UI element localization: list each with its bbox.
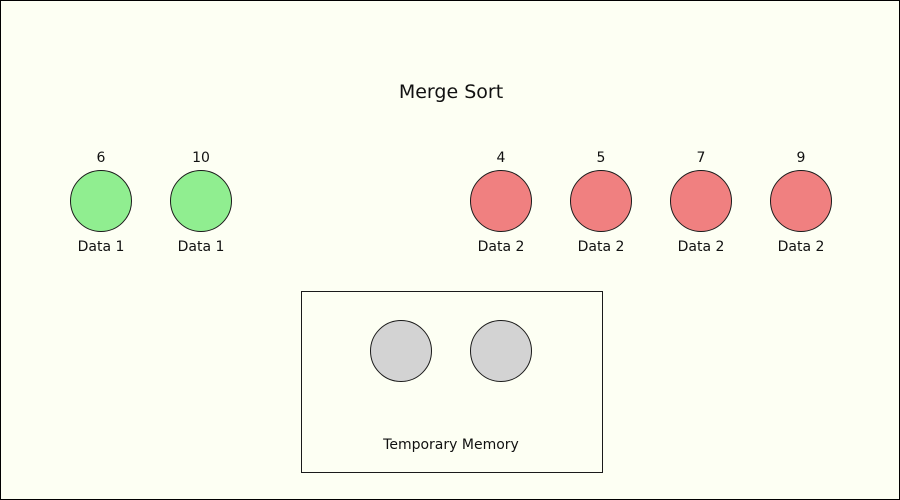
temp-slot-circle [469,319,532,382]
temporary-memory-box [301,291,603,473]
data2-node-label: Data 2 [777,239,825,255]
temp-slot-circle [369,319,432,382]
data2-node-value: 4 [496,150,506,166]
data2-node-value: 5 [596,150,606,166]
data2-node-circle [769,169,832,232]
data2-node-circle [469,169,532,232]
diagram-title: Merge Sort [398,81,504,103]
data2-node-label: Data 2 [577,239,625,255]
data2-node-circle [669,169,732,232]
data2-node-label: Data 2 [677,239,725,255]
data2-node-value: 9 [796,150,806,166]
data1-node-label: Data 1 [77,239,125,255]
data1-node-label: Data 1 [177,239,225,255]
data1-node-value: 10 [192,150,210,166]
data2-node-label: Data 2 [477,239,525,255]
data2-node-value: 7 [696,150,706,166]
data1-node-circle [169,169,232,232]
data1-node-value: 6 [96,150,106,166]
temporary-memory-label: Temporary Memory [383,437,519,453]
data2-node-circle [569,169,632,232]
data1-node-circle [69,169,132,232]
